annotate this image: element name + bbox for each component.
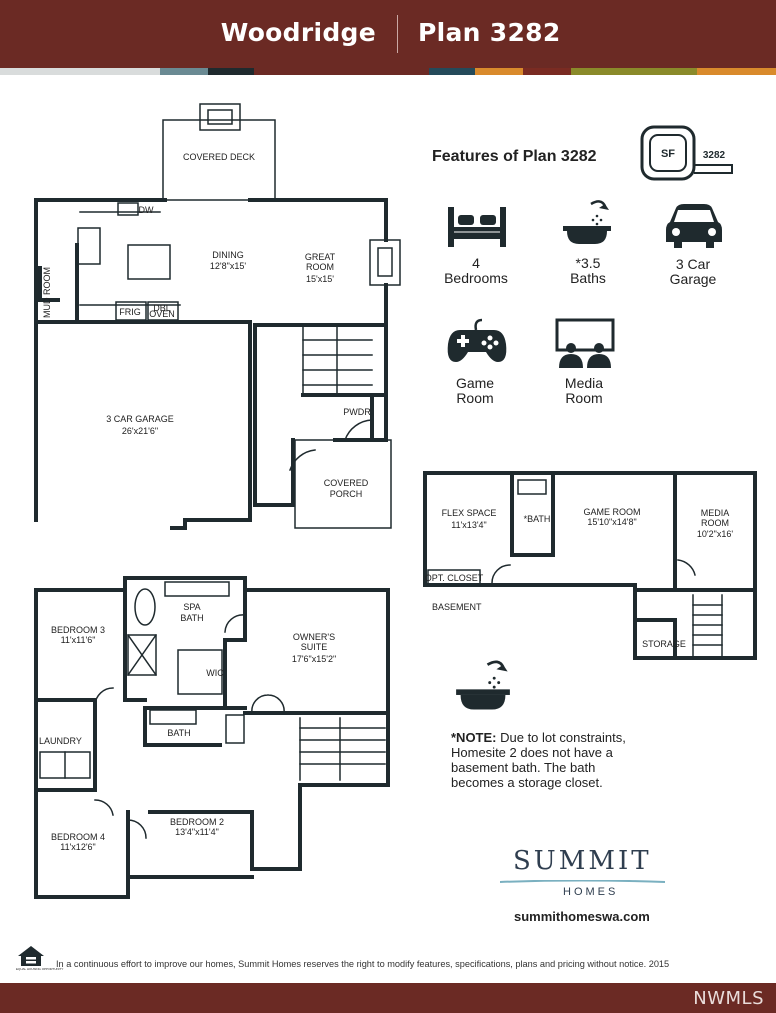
dining-size: 12'8"x15' (210, 261, 246, 271)
stripe-segment (254, 68, 429, 75)
stripe-segment (697, 68, 776, 75)
nwmls-watermark: NWMLS (693, 988, 764, 1009)
car-icon (666, 204, 722, 248)
basement-walls (423, 471, 757, 660)
note-lead: *NOTE: (451, 730, 497, 745)
mud-room-label: MUD ROOM (42, 267, 52, 318)
frig-label: FRIG (119, 307, 141, 317)
equal-housing-icon (18, 946, 44, 966)
stripe-segment (475, 68, 523, 75)
features-title: Features of Plan 3282 (432, 148, 597, 165)
covered-deck-label: COVERED DECK (183, 152, 255, 162)
header-divider (397, 15, 398, 53)
bedroom3-label: BEDROOM 3 (51, 625, 105, 635)
main-floor-walls (34, 198, 388, 530)
community-name: Woodridge (220, 18, 376, 47)
basement-label: BASEMENT (432, 602, 482, 612)
plan-name: Plan 3282 (418, 18, 561, 47)
badge-value: 3282 (703, 150, 726, 161)
logo-homes: HOMES (563, 886, 619, 898)
upper-bath-label: BATH (167, 728, 190, 738)
media-room-size: 10'2"x16' (697, 529, 733, 539)
media-room-icon (555, 318, 615, 368)
flex-space-size: 11'x13'4" (451, 520, 487, 530)
upper-floor-walls (34, 576, 390, 899)
garage-label: 3 CAR GARAGE (106, 414, 174, 424)
game-room-label: GAME ROOM (583, 507, 640, 517)
gamepad-icon (447, 318, 507, 362)
disclaimer-text: In a continuous effort to improve our ho… (56, 959, 670, 969)
basement-bath-note: *NOTE: Due to lot constraints, Homesite … (451, 730, 651, 790)
logo-brand: Summit (513, 846, 652, 876)
logo-swoosh (500, 880, 665, 883)
bathtub-icon (563, 200, 611, 244)
bedroom4-size: 11'x12'6" (60, 842, 96, 852)
website-link[interactable]: summithomeswa.com (514, 909, 650, 924)
flex-space-label: FLEX SPACE (442, 508, 497, 518)
great-room-size: 15'x15' (306, 274, 334, 284)
stripe-segment (523, 68, 571, 75)
storage-label: STORAGE (642, 639, 686, 649)
dw-label: DW (139, 205, 154, 215)
bathtub-note-icon (456, 660, 510, 710)
summit-logo: Summit (513, 846, 652, 876)
note-text: Due to lot constraints, Homesite 2 does … (451, 730, 626, 790)
opt-closet-label: OPT. CLOSET (425, 573, 484, 583)
footer-band (0, 983, 776, 1013)
header-banner: Woodridge Plan 3282 (0, 0, 776, 68)
badge-unit: SF (661, 148, 675, 160)
tape-measure-icon: SF 3282 (640, 125, 733, 181)
bedroom3-size: 11'x11'6" (61, 635, 96, 645)
stripe-segment (571, 68, 697, 75)
stripe-segment (0, 68, 160, 75)
stripe-segment (160, 68, 208, 75)
bedroom2-label: BEDROOM 2 (170, 817, 224, 827)
bedroom2-size: 13'4"x11'4" (175, 827, 219, 837)
garage-size: 26'x21'6" (122, 426, 158, 436)
stripe-segment (429, 68, 475, 75)
laundry-label: LAUNDRY (39, 736, 82, 746)
basement-bath-label: *BATH (524, 514, 551, 524)
game-room-size: 15'10"x14'8" (587, 517, 636, 527)
bed-icon (448, 207, 506, 247)
bedroom4-label: BEDROOM 4 (51, 832, 105, 842)
pwdr-label: PWDR (343, 407, 371, 417)
wic-label: WIC (206, 668, 224, 678)
stripe-segment (208, 68, 254, 75)
dining-label: DINING (212, 250, 244, 260)
equal-housing-text: EQUAL HOUSING OPPORTUNITY (16, 967, 64, 971)
owners-suite-size: 17'6"x15'2" (292, 654, 336, 664)
